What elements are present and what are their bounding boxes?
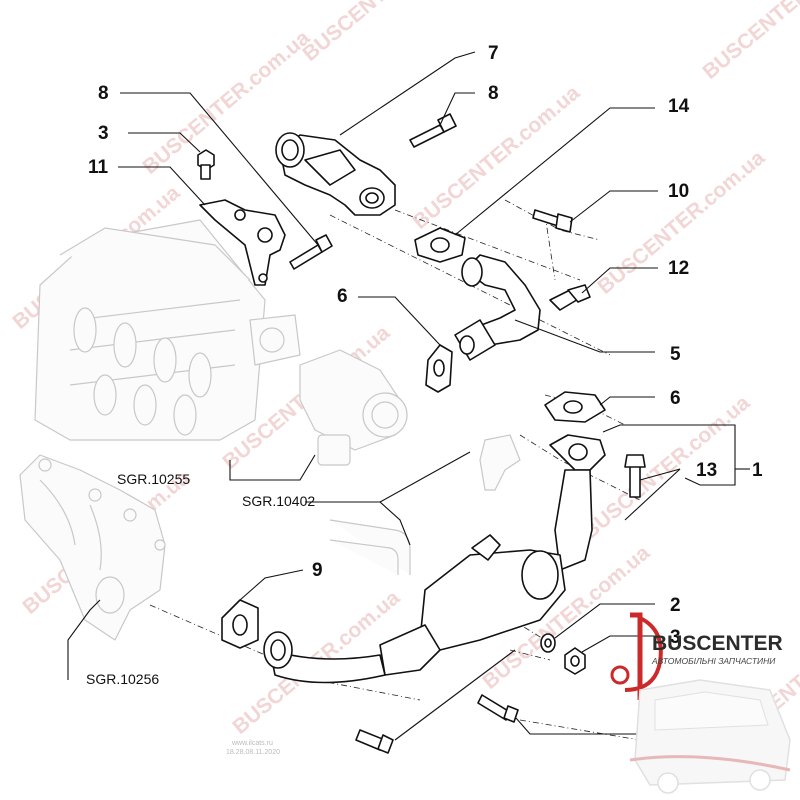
callout-2[interactable]: 2 bbox=[670, 595, 681, 616]
ref-sgr-10255[interactable]: SGR.10255 bbox=[117, 471, 190, 487]
callout-3[interactable]: 3 bbox=[670, 627, 681, 648]
callout-12[interactable]: 12 bbox=[668, 258, 689, 279]
logo-title: BUSCENTER bbox=[652, 632, 783, 655]
washer-2[interactable] bbox=[540, 633, 556, 653]
reference-labels: SGR.10255 SGR.10402 SGR.10256 bbox=[86, 471, 315, 687]
callout-8[interactable]: 8 bbox=[98, 83, 109, 104]
callout-1[interactable]: 1 bbox=[752, 460, 763, 481]
watermark-text: BUSCENTER.com.ua bbox=[298, 0, 474, 66]
gasket-9[interactable] bbox=[221, 599, 259, 649]
credit-line-1: www.ilcats.ru bbox=[231, 740, 273, 747]
credit: www.ilcats.ru 18.28.08.11.2020 bbox=[226, 740, 280, 756]
callout-3[interactable]: 3 bbox=[98, 123, 109, 144]
callout-11[interactable]: 11 bbox=[88, 157, 109, 178]
bracket-11[interactable] bbox=[199, 199, 286, 286]
bolt-13[interactable] bbox=[624, 454, 646, 498]
callout-labels: 7 8 8 14 3 11 10 12 6 5 6 13 1 9 2 3 4 bbox=[88, 43, 763, 746]
bolt-10[interactable] bbox=[532, 209, 573, 233]
ref-sgr-10256[interactable]: SGR.10256 bbox=[86, 671, 159, 687]
buscenter-logo: BUSCENTER АВТОМОБІЛЬНІ ЗАПЧАСТИНИ bbox=[610, 612, 791, 794]
gasket-6-right[interactable] bbox=[544, 391, 606, 423]
gasket-6-left[interactable] bbox=[425, 344, 453, 393]
nut-3[interactable] bbox=[564, 647, 586, 675]
throttle-body-ghost bbox=[299, 349, 408, 466]
callout-10[interactable]: 10 bbox=[668, 181, 689, 202]
bolt-bottom[interactable] bbox=[355, 729, 394, 754]
exhaust-manifold-ghost bbox=[19, 454, 166, 641]
credit-line-2: 18.28.08.11.2020 bbox=[226, 749, 280, 756]
logo-subtitle: АВТОМОБІЛЬНІ ЗАПЧАСТИНИ bbox=[651, 656, 776, 666]
ref-sgr-10402[interactable]: SGR.10402 bbox=[242, 493, 315, 509]
callout-14[interactable]: 14 bbox=[668, 96, 690, 117]
egr-pipe-upper[interactable] bbox=[454, 254, 541, 361]
callout-6[interactable]: 6 bbox=[670, 388, 681, 409]
callout-8[interactable]: 8 bbox=[488, 83, 499, 104]
watermark-text: BUSCENTER.com.ua bbox=[578, 391, 754, 544]
egr-cooler-assembly[interactable] bbox=[263, 434, 606, 684]
callout-9[interactable]: 9 bbox=[312, 560, 323, 581]
callout-6[interactable]: 6 bbox=[337, 286, 348, 307]
intake-manifold-ghost bbox=[34, 219, 301, 441]
callout-5[interactable]: 5 bbox=[670, 344, 681, 365]
stud-3-top[interactable] bbox=[197, 149, 215, 180]
egr-valve[interactable] bbox=[275, 132, 396, 216]
bolt-4[interactable] bbox=[477, 694, 519, 723]
callout-7[interactable]: 7 bbox=[488, 43, 499, 64]
bolt-8-top[interactable] bbox=[409, 113, 457, 148]
leader-lines bbox=[67, 51, 750, 741]
bolt-8-long[interactable] bbox=[289, 234, 333, 270]
callout-13[interactable]: 13 bbox=[696, 460, 717, 481]
gasket-14[interactable] bbox=[414, 227, 466, 263]
sensor-12[interactable] bbox=[549, 284, 591, 311]
watermark-text: BUSCENTER.com.ua bbox=[698, 0, 800, 84]
